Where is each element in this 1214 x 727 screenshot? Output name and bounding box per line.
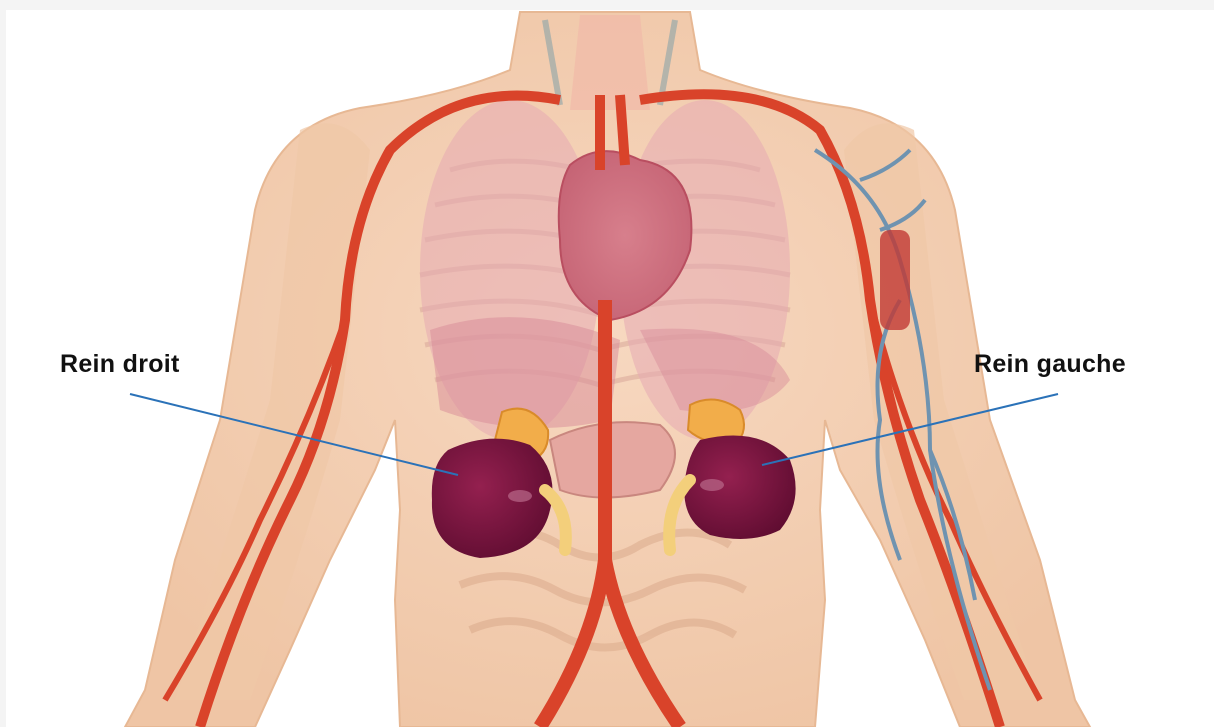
pancreas [550,422,675,497]
neck-structure [570,15,650,110]
artery-segment [880,230,910,330]
frame-left-border [0,0,6,727]
left-kidney-label: Rein gauche [974,350,1126,379]
frame-top-border [0,0,1214,10]
right-kidney-label: Rein droit [60,350,180,379]
